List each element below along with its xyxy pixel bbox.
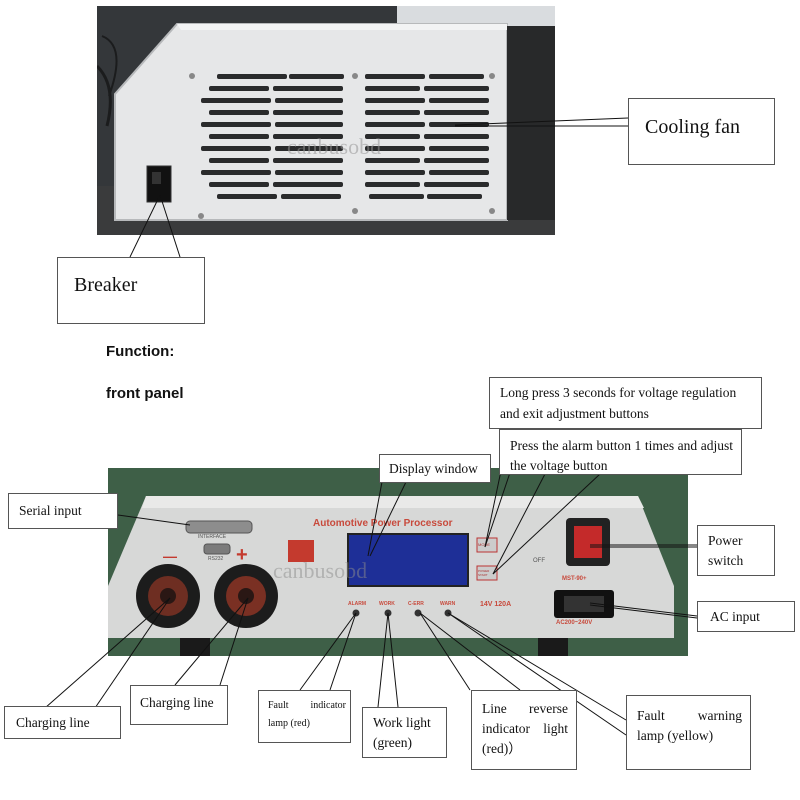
front-panel-photo: Automotive Power Processor INTERFACE RS2… <box>108 468 688 656</box>
callout-charging-line-left: Charging line <box>4 706 121 739</box>
callout-line-reverse: Line reverse indicator light (red)） <box>471 690 577 770</box>
callout-line-reverse-text: Line reverse indicator light (red)） <box>482 701 568 756</box>
rs232-label: RS232 <box>208 556 224 562</box>
off-label: OFF <box>533 558 545 564</box>
plus-sign: + <box>236 544 248 566</box>
callout-power-switch-text: Power switch <box>708 533 744 568</box>
callout-breaker: Breaker <box>57 257 205 324</box>
callout-work-light: Work light (green) <box>362 707 447 758</box>
callout-ac-input: AC input <box>697 601 795 632</box>
indicator-label-c-err: C-ERR <box>408 601 424 607</box>
rating-label: 14V 120A <box>480 601 512 608</box>
callout-fault-warning: Fault warning lamp (yellow) <box>626 695 751 770</box>
minus-sign: — <box>163 548 177 564</box>
callout-power-switch: Power switch <box>697 525 775 576</box>
callout-serial-input-text: Serial input <box>19 503 82 518</box>
callout-fault-warning-text: Fault warning lamp (yellow) <box>637 708 742 743</box>
panel-title: Automotive Power Processor <box>313 518 453 529</box>
interface-label: INTERFACE <box>198 534 227 540</box>
rear-view-graphic <box>97 6 555 235</box>
callout-fault-indicator-text: Fault indicator lamp (red) <box>268 700 346 729</box>
callout-charging-line-left-text: Charging line <box>16 715 90 730</box>
subheading: front panel <box>106 385 184 402</box>
callout-serial-input: Serial input <box>8 493 118 529</box>
indicator-label-alarm: ALARM <box>348 601 367 607</box>
callout-fault-indicator: Fault indicator lamp (red) <box>258 690 351 743</box>
callout-work-light-text: Work light (green) <box>373 715 431 750</box>
mode-button-label: MODE <box>478 542 490 547</box>
callout-cooling-fan: Cooling fan <box>628 98 775 165</box>
front-watermark-text: canbusobd <box>273 558 368 583</box>
front-panel-graphic <box>108 468 688 656</box>
callout-breaker-text: Breaker <box>74 274 138 296</box>
ac-rating-label: AC200~240V <box>556 620 593 626</box>
callout-display-window-text: Display window <box>389 461 478 476</box>
callout-charging-line-right-text: Charging line <box>140 695 214 710</box>
callout-alarm-button: Press the alarm button 1 times and adjus… <box>499 429 742 475</box>
callout-long-press-text: Long press 3 seconds for voltage regulat… <box>500 385 737 421</box>
power-start-label: POWER START <box>478 569 490 577</box>
rear-view-photo: canbusobd <box>97 6 555 235</box>
callout-charging-line-right: Charging line <box>130 685 228 725</box>
callout-ac-input-text: AC input <box>710 609 760 624</box>
callout-cooling-fan-text: Cooling fan <box>645 116 740 138</box>
watermark-text: canbusobd <box>287 134 382 159</box>
indicator-label-work: WORK <box>379 601 395 607</box>
callout-display-window: Display window <box>379 454 491 483</box>
section-heading: Function: <box>106 343 175 360</box>
callout-long-press: Long press 3 seconds for voltage regulat… <box>489 377 762 429</box>
callout-alarm-button-text: Press the alarm button 1 times and adjus… <box>510 438 733 473</box>
indicator-label-warn: WARN <box>440 601 456 607</box>
model-label: MST-90+ <box>562 576 587 582</box>
